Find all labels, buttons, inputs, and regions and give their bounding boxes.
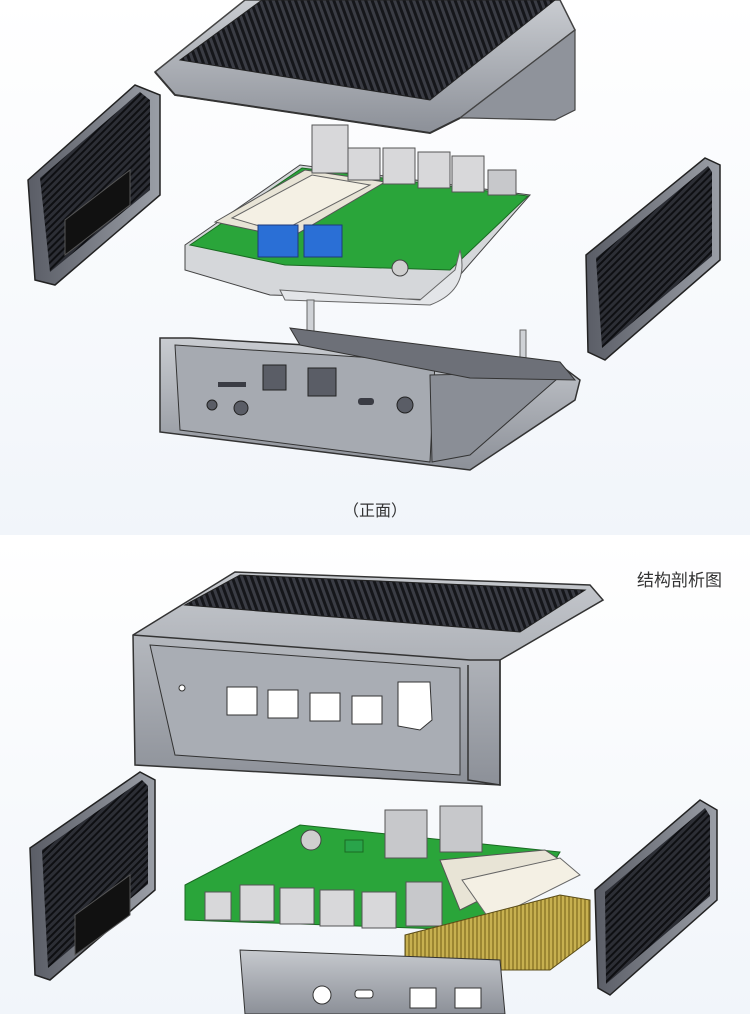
- top-cover-rear: [132, 571, 605, 786]
- front-view-caption: （正面）: [342, 501, 407, 520]
- usb-ports: [257, 224, 343, 258]
- ethernet-ports: [347, 147, 517, 196]
- usb-stack-rear: [384, 809, 428, 859]
- right-side-panel-rear: [594, 799, 718, 996]
- usb-stack-top: [311, 124, 349, 174]
- front-view-illustration: [27, 0, 721, 471]
- structure-breakdown-illustration: [29, 571, 718, 1014]
- left-side-panel: [27, 84, 161, 286]
- bottom-chassis-rear: [239, 949, 506, 1014]
- bottom-chassis: [159, 327, 581, 471]
- motherboard: [184, 124, 531, 306]
- structure-breakdown-panel: 结构剖析图: [0, 540, 750, 1014]
- front-view-panel: （正面）: [0, 0, 750, 535]
- structure-breakdown-caption: 结构剖析图: [637, 571, 722, 591]
- motherboard-rear: [184, 805, 581, 931]
- right-side-panel: [585, 157, 721, 361]
- power-connector: [391, 259, 409, 277]
- left-side-panel-rear: [29, 771, 156, 981]
- rear-ethernet-ports: [204, 881, 443, 929]
- top-cover-heatsink: [153, 0, 576, 135]
